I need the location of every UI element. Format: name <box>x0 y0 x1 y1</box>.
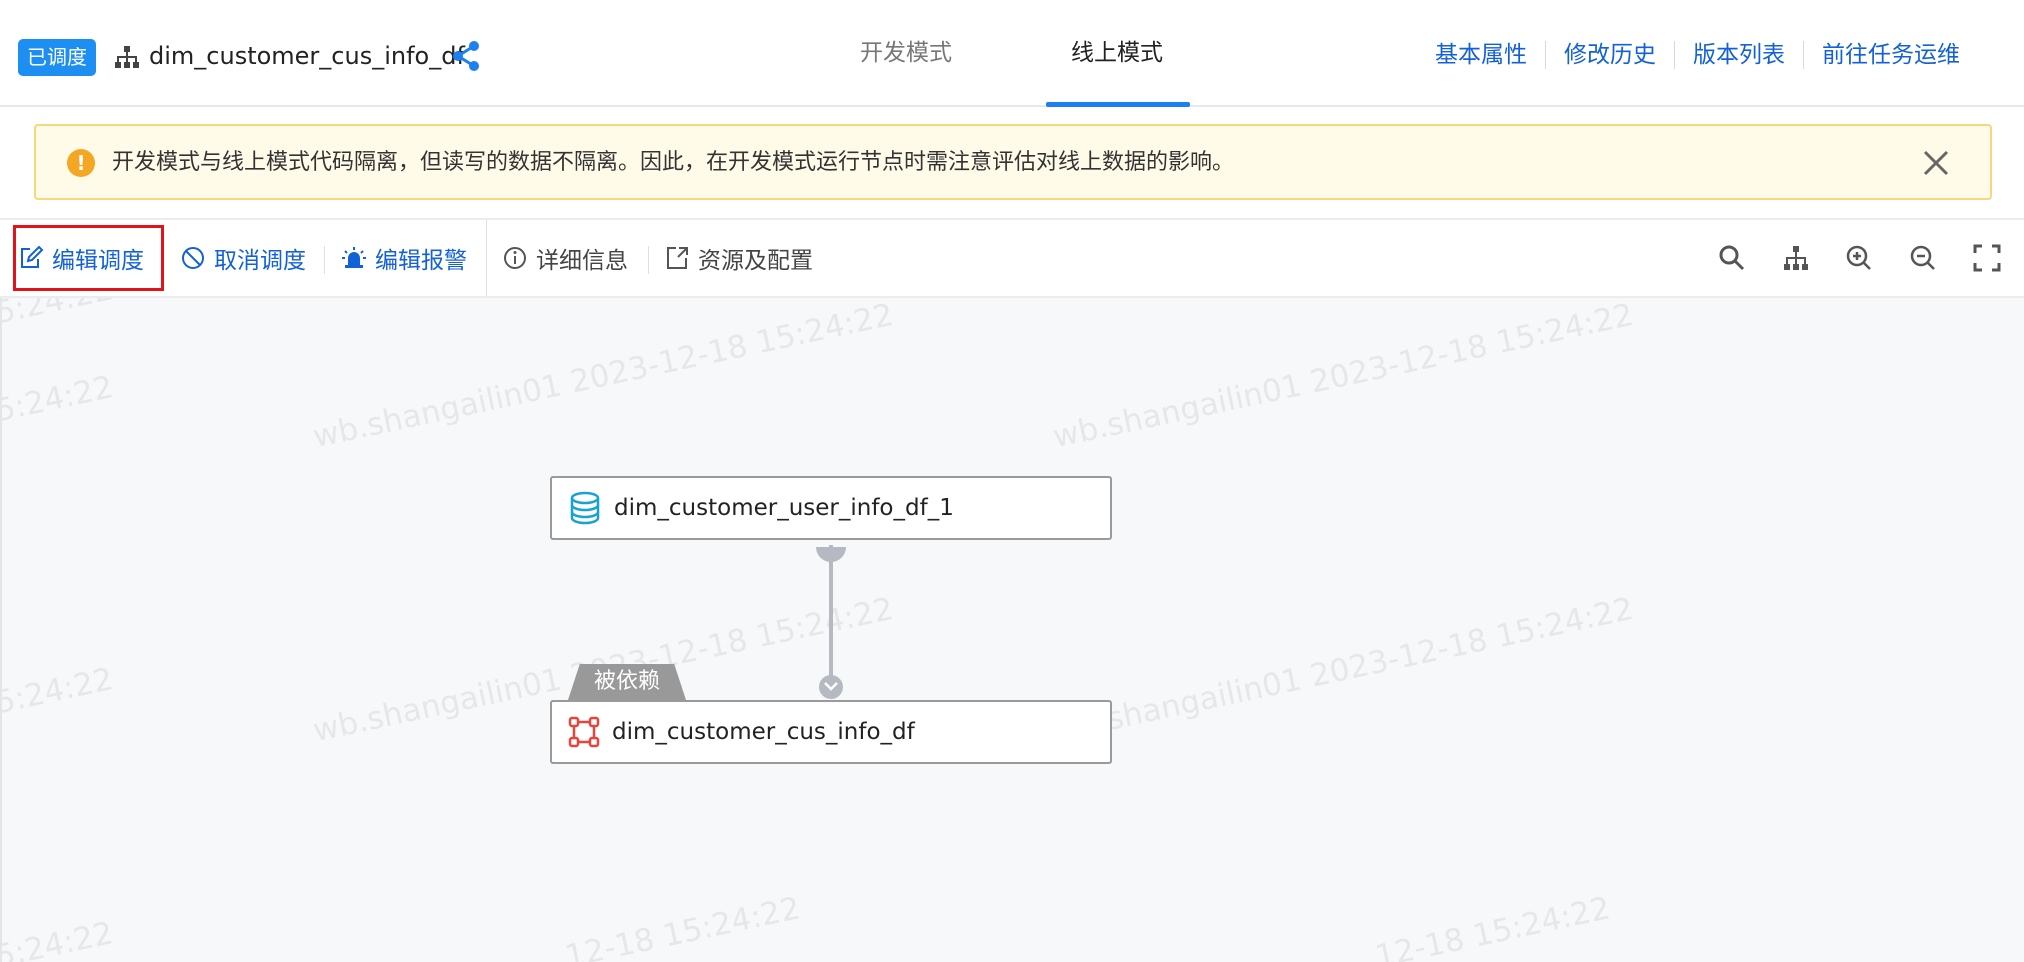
fullscreen-icon[interactable] <box>1971 242 2003 274</box>
toolbar-divider <box>324 246 325 274</box>
input-port[interactable] <box>819 675 843 699</box>
edit-alert-label: 编辑报警 <box>375 248 467 274</box>
warning-banner: ! 开发模式与线上模式代码隔离，但读写的数据不隔离。因此，在开发模式运行节点时需… <box>34 124 1992 200</box>
edit-alert-button[interactable]: 编辑报警 <box>341 238 467 278</box>
node-icon <box>568 716 600 748</box>
status-badge: 已调度 <box>18 39 96 76</box>
zoom-out-icon[interactable] <box>1907 242 1939 274</box>
edit-schedule-label: 编辑调度 <box>52 248 144 274</box>
toolbar: 编辑调度 取消调度 编辑报警 详细信息 <box>0 218 2024 298</box>
warning-icon: ! <box>67 149 95 177</box>
info-icon <box>504 247 526 269</box>
watermark: 5:24:22 <box>0 915 117 962</box>
prohibit-icon <box>182 247 204 269</box>
highlight-box <box>13 225 164 291</box>
hierarchy-icon[interactable] <box>1780 242 1812 274</box>
watermark: 5:24:22 <box>0 661 117 722</box>
tab-dev-mode[interactable]: 开发模式 <box>860 40 952 66</box>
task-ops-link[interactable]: 前往任务运维 <box>1822 42 1960 68</box>
edit-schedule-button[interactable]: 编辑调度 <box>18 238 144 278</box>
watermark: wb.shangailin01 2023-12-18 15:24:22 <box>1050 298 1637 456</box>
upstream-node[interactable]: dim_customer_user_info_df_1 <box>550 476 1112 540</box>
output-port <box>816 547 846 562</box>
modify-history-link[interactable]: 修改历史 <box>1564 42 1656 68</box>
version-list-link[interactable]: 版本列表 <box>1693 42 1785 68</box>
hierarchy-task-icon <box>115 46 139 68</box>
upstream-node-label: dim_customer_user_info_df_1 <box>614 495 954 521</box>
watermark: 5:24:22 <box>0 298 117 332</box>
basic-properties-link[interactable]: 基本属性 <box>1435 42 1527 68</box>
chevron-down-icon <box>824 682 838 691</box>
toolbar-divider <box>648 246 649 274</box>
header-links: 基本属性 修改历史 版本列表 前往任务运维 <box>1417 38 1978 72</box>
warning-text: 开发模式与线上模式代码隔离，但读写的数据不隔离。因此，在开发模式运行节点时需注意… <box>112 150 1235 175</box>
dependency-edge <box>829 545 833 681</box>
watermark: wb.shangailin01 2023-12-18 15:24:22 <box>1050 590 1637 750</box>
zoom-in-icon[interactable] <box>1843 242 1875 274</box>
tab-online-mode[interactable]: 线上模式 <box>1071 40 1163 66</box>
database-icon <box>570 491 600 525</box>
header: 已调度 dim_customer_cus_info_df 开发模式 线上模式 基… <box>0 0 2024 107</box>
edit-icon <box>21 245 44 268</box>
search-icon[interactable] <box>1716 242 1748 274</box>
dag-canvas[interactable]: 5:24:22 wb.shangailin01 2023-12-18 15:24… <box>0 298 2024 962</box>
resources-config-button[interactable]: 资源及配置 <box>664 238 813 278</box>
share-icon[interactable] <box>451 40 481 72</box>
details-button[interactable]: 详细信息 <box>502 238 628 278</box>
link-divider <box>1545 41 1546 69</box>
resources-config-label: 资源及配置 <box>698 248 813 274</box>
close-icon[interactable] <box>1920 147 1952 179</box>
cancel-schedule-button[interactable]: 取消调度 <box>180 238 306 278</box>
dependency-tag: 被依赖 <box>568 664 686 700</box>
cancel-schedule-label: 取消调度 <box>214 248 306 274</box>
current-node-label: dim_customer_cus_info_df <box>612 719 915 745</box>
watermark: 5:24:22 <box>0 369 117 430</box>
active-tab-indicator <box>1046 102 1190 107</box>
alarm-icon <box>342 247 366 268</box>
toolbar-divider <box>486 220 487 296</box>
watermark: wb.shangailin01 2023-12-18 15:24:22 <box>310 298 897 456</box>
watermark: 12-18 15:24:22 <box>562 890 804 962</box>
link-divider <box>1803 41 1804 69</box>
watermark: 12-18 15:24:22 <box>1372 890 1614 962</box>
details-label: 详细信息 <box>536 248 628 274</box>
link-divider <box>1674 41 1675 69</box>
current-node[interactable]: dim_customer_cus_info_df <box>550 700 1112 764</box>
resource-config-icon <box>667 247 688 269</box>
task-name: dim_customer_cus_info_df <box>149 42 465 70</box>
